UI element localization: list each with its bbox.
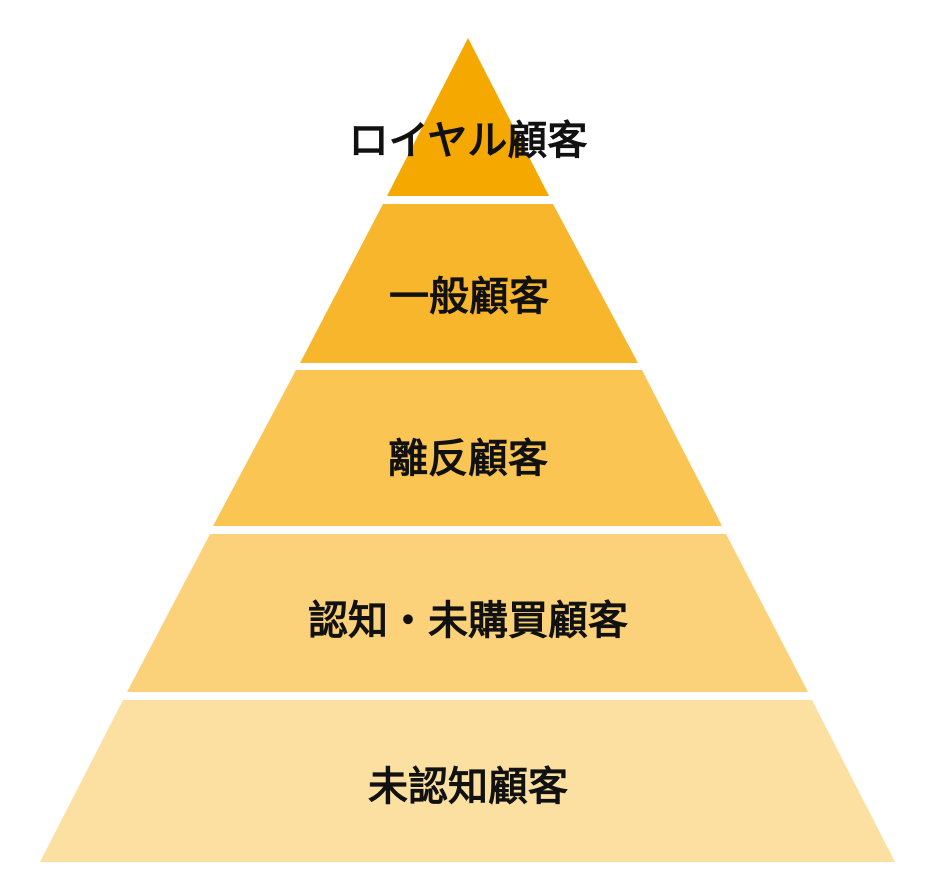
tier-label-loyal: ロイヤル顧客 (349, 118, 588, 164)
tier-lapsed: 離反顧客 (213, 370, 722, 526)
tier-label-unaware: 未認知顧客 (368, 764, 568, 810)
tier-shape-general (300, 204, 638, 363)
tier-shape-loyal (387, 38, 549, 196)
tier-aware-non-purchase: 認知・未購買顧客 (127, 534, 808, 692)
tier-general: 一般顧客 (300, 204, 638, 363)
tier-shape-lapsed (213, 370, 722, 526)
tier-label-general: 一般顧客 (389, 274, 549, 320)
tier-label-aware-non-purchase: 認知・未購買顧客 (308, 598, 628, 644)
tier-unaware: 未認知顧客 (40, 700, 895, 862)
tier-ロイヤル: ロイヤル顧客 (349, 38, 588, 196)
tier-shape-aware-non-purchase (127, 534, 808, 692)
tier-shape-unaware (40, 700, 895, 862)
tier-label-lapsed: 離反顧客 (388, 436, 548, 482)
